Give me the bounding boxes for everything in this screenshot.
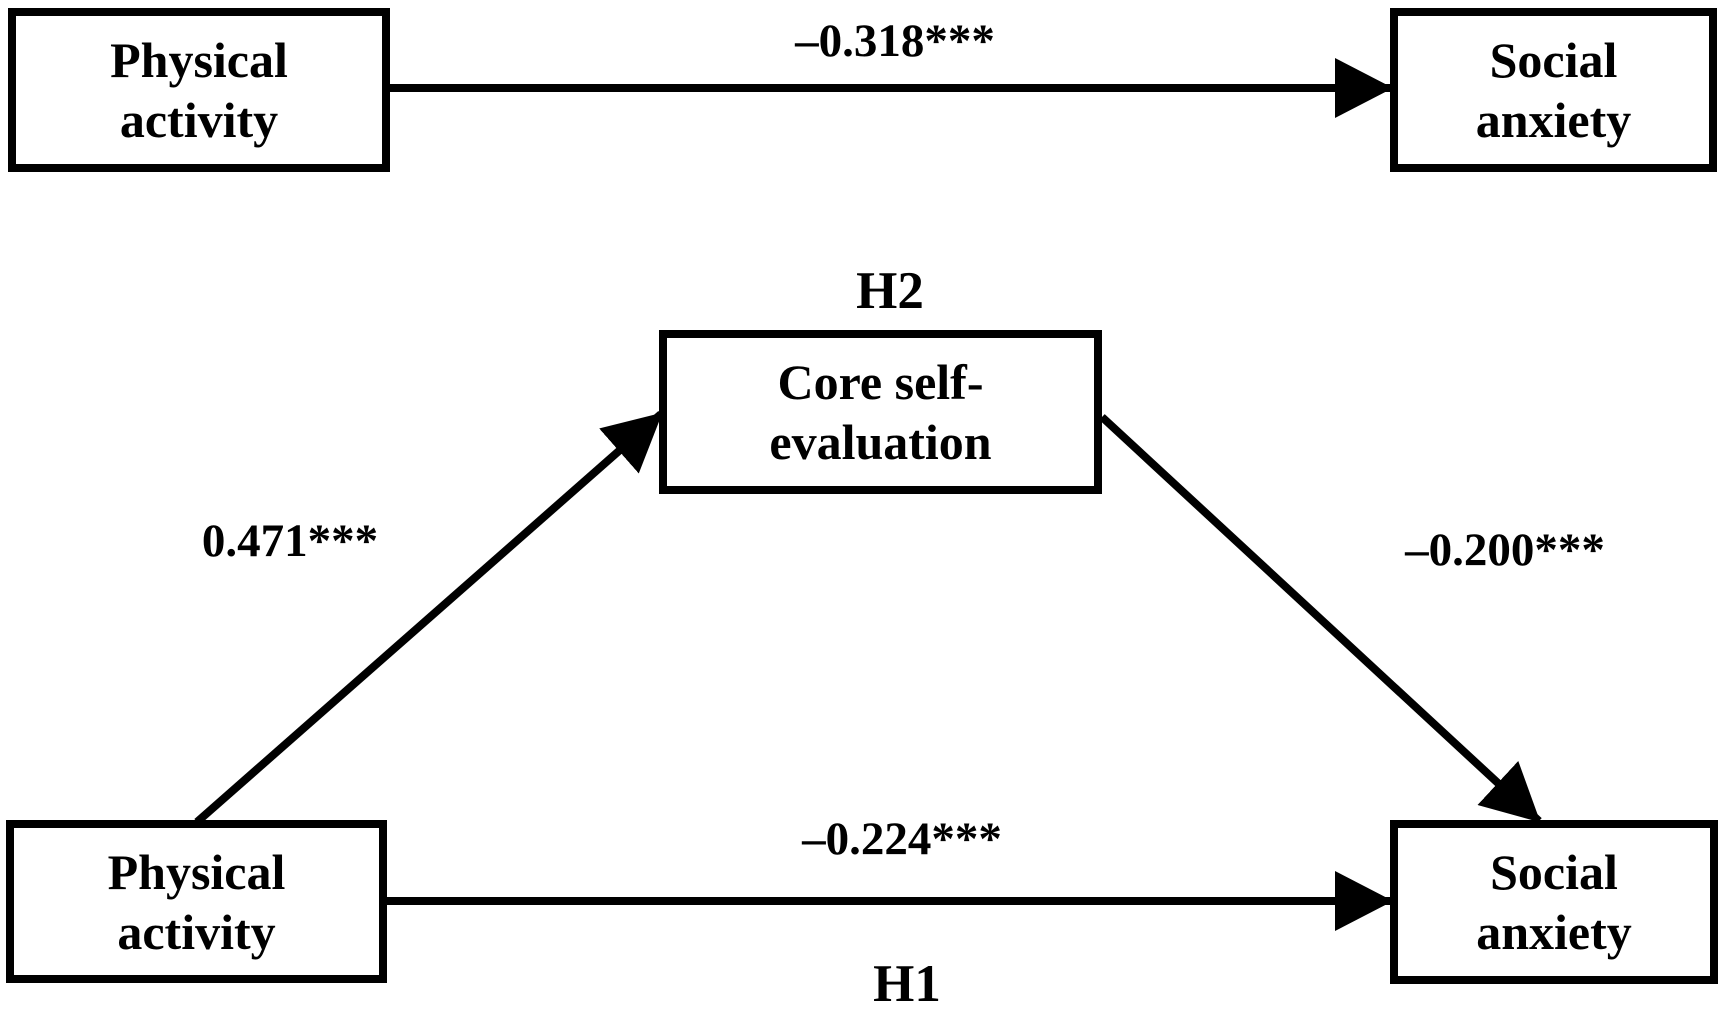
path-a-coefficient: 0.471*** bbox=[201, 515, 379, 567]
node-outcome-total-label: Social anxiety bbox=[1475, 32, 1632, 148]
total-effect-coefficient: –0.318*** bbox=[795, 15, 995, 67]
path-a-arrow bbox=[194, 410, 664, 826]
node-mediator-label: Core self-evaluation bbox=[769, 354, 992, 470]
node-outcome-total: Social anxiety bbox=[1390, 8, 1717, 172]
node-outcome-direct-label: Social anxiety bbox=[1476, 844, 1632, 960]
node-predictor-total: Physical activity bbox=[8, 8, 390, 172]
node-predictor-total-label: Physical activity bbox=[110, 32, 288, 148]
node-predictor-direct: Physical activity bbox=[6, 820, 387, 983]
direct-effect-coefficient: –0.224*** bbox=[802, 813, 1002, 865]
path-b-coefficient: –0.200*** bbox=[1405, 524, 1605, 576]
node-outcome-direct: Social anxiety bbox=[1390, 820, 1718, 984]
path-b-arrow bbox=[1099, 414, 1542, 824]
hypothesis-h1-label: H1 bbox=[873, 955, 941, 1013]
hypothesis-h2-label: H2 bbox=[856, 262, 924, 320]
node-mediator: Core self-evaluation bbox=[659, 330, 1102, 494]
node-predictor-direct-label: Physical activity bbox=[107, 843, 286, 960]
